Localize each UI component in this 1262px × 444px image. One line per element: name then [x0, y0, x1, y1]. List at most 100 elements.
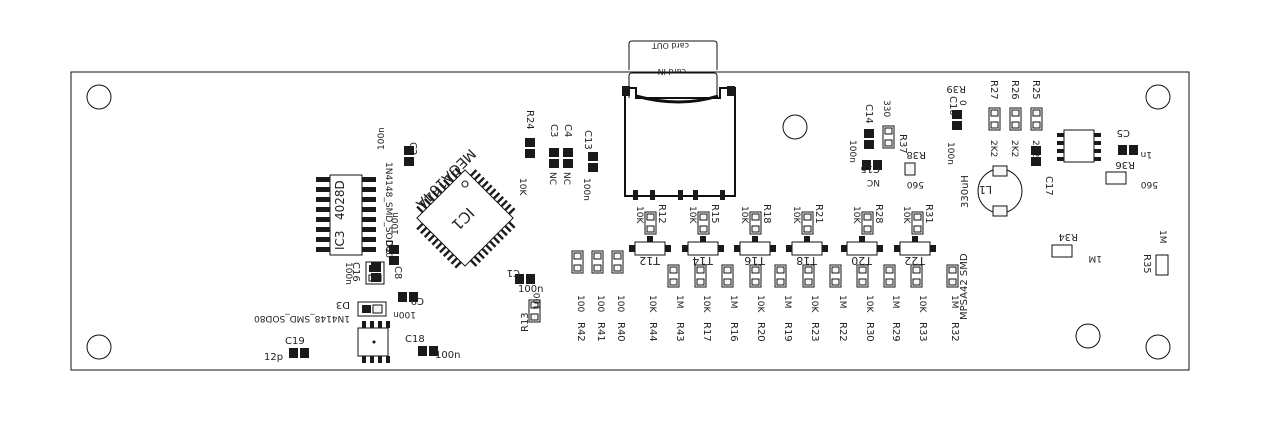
c13-value: 100n — [581, 178, 591, 201]
small-ic-bottom — [357, 321, 390, 363]
r38-pad — [904, 162, 916, 176]
r34-value: 1M — [1089, 253, 1103, 263]
mounting-hole — [86, 84, 112, 110]
c5-ref: C5 — [1117, 127, 1130, 138]
c15-value: NC — [867, 177, 880, 187]
transistor-t18 — [786, 236, 828, 256]
value-r42: 100 — [575, 295, 585, 312]
c14-value: 100n — [847, 140, 857, 163]
c15-ref: C15 — [860, 163, 880, 174]
value-r40: 100 — [615, 295, 625, 312]
value-r18: 10K — [739, 206, 749, 224]
value-r23: 10K — [809, 295, 819, 313]
c18-capacitor — [418, 346, 438, 356]
bottom-resistor-pad-3 — [749, 264, 762, 288]
r36-ref: R36 — [1115, 159, 1135, 170]
transistor-t20 — [841, 236, 883, 256]
resistor-r21 — [801, 211, 814, 235]
ref-t22: T22 — [904, 254, 926, 267]
bottom-resistor-pad-10 — [946, 264, 959, 288]
value-r32: 1M — [949, 295, 959, 309]
value-r19: 1M — [782, 295, 792, 309]
c4-value: NC — [561, 172, 571, 185]
ref-r32: R32 — [949, 322, 960, 342]
r13-value: 100 — [533, 293, 543, 310]
ref-t20: T20 — [851, 254, 873, 267]
ref-r16: R16 — [728, 322, 739, 342]
value-r29: 1M — [890, 295, 900, 309]
r38-value: 560 — [907, 179, 924, 189]
bottom-resistor-pad-8 — [883, 264, 896, 288]
ref-t18: T18 — [796, 254, 818, 267]
c10-capacitor — [952, 110, 962, 130]
c17-capacitor — [1031, 146, 1041, 166]
bottom-resistor-pad-9 — [910, 264, 923, 288]
c13-ref: C13 — [582, 130, 593, 150]
c2-value: 100n — [377, 127, 387, 150]
c8-capacitor — [389, 245, 399, 265]
card-out-label: card OUT — [652, 41, 689, 50]
c14-capacitor — [864, 129, 874, 149]
ref-r31: R31 — [923, 204, 934, 224]
bottom-resistor-pad-2 — [721, 264, 734, 288]
c1-capacitor — [515, 274, 535, 284]
value-r33: 10K — [917, 295, 927, 313]
resistor-r12 — [644, 211, 657, 235]
bottom-resistor-pad-7 — [856, 264, 869, 288]
ref-r12: R12 — [656, 204, 667, 224]
r36-value: 560 — [1141, 179, 1158, 189]
ref-r43: R43 — [674, 322, 685, 342]
transistor-t14 — [682, 236, 724, 256]
resistor-r25 — [1030, 107, 1043, 131]
mounting-hole — [1145, 84, 1171, 110]
c16-value: 100n — [343, 262, 353, 285]
c1-value: 100n — [518, 284, 543, 295]
transistor-part-label: MPSA42 SMD — [959, 253, 970, 320]
resistor-r27 — [988, 107, 1001, 131]
card-in-label: card IN — [658, 67, 686, 76]
r37-ref: R37 — [897, 134, 908, 154]
value-r21: 10K — [791, 206, 801, 224]
bottom-resistor-pad-4 — [774, 264, 787, 288]
c5-capacitor — [1118, 145, 1138, 155]
d3-part: 1N4148_SMD_SOD80 — [254, 313, 350, 323]
r40-resistor — [611, 250, 624, 274]
c19-ref: C19 — [285, 336, 305, 347]
c4-capacitor — [563, 148, 573, 168]
c14-ref: C14 — [863, 104, 874, 124]
ic3-ref: IC3 — [333, 230, 347, 250]
value-r30: 10K — [864, 295, 874, 313]
c2-ref: C2 — [407, 142, 418, 155]
c3-capacitor — [549, 148, 559, 168]
r13-ref: R13 — [520, 312, 531, 332]
value-r12: 10K — [634, 206, 644, 224]
transistor-t16 — [734, 236, 776, 256]
transistor-t12 — [629, 236, 671, 256]
ref-r23: R23 — [809, 322, 820, 342]
c10-ref: C10 — [947, 96, 958, 116]
r24-ref: R24 — [524, 110, 535, 130]
mounting-hole — [86, 334, 112, 360]
c17-ref: C17 — [1043, 176, 1054, 196]
c9-value: 100n — [393, 309, 416, 319]
d2-part: 1N4148_SMD_SOD80 — [383, 162, 393, 258]
ic3-chip: IC3 4028D — [316, 174, 376, 256]
r35-ref: R35 — [1141, 254, 1152, 274]
c5-value: 1n — [1141, 149, 1152, 159]
value-r27: 2K2 — [988, 140, 998, 157]
d3-ref: D3 — [336, 299, 350, 310]
resistor-r18 — [749, 211, 762, 235]
r24-resistor — [525, 138, 535, 158]
d2-ref: D2 — [383, 240, 394, 254]
c1-ref: C1 — [507, 267, 520, 278]
r34-resistor — [1051, 244, 1073, 258]
c10-value: 100n — [945, 142, 955, 165]
bottom-resistor-pad-6 — [829, 264, 842, 288]
ref-r44: R44 — [647, 322, 658, 342]
c9-ref: C9 — [411, 295, 424, 306]
c18-value: 100n — [435, 350, 460, 361]
ref-r17: R17 — [701, 322, 712, 342]
r41-resistor — [591, 250, 604, 274]
value-r41: 100 — [595, 295, 605, 312]
transistor-t22 — [894, 236, 936, 256]
